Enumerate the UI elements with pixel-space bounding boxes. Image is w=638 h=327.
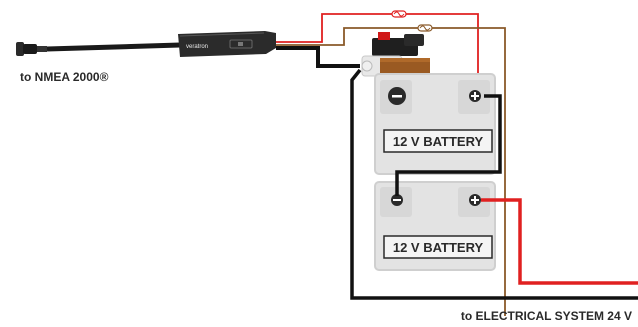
system-positive-wire [481, 198, 638, 285]
sensor-brand-text: veratron [186, 44, 208, 50]
sensor-ground-wire [276, 46, 360, 68]
battery-1-label: 12 V BATTERY [393, 134, 484, 149]
battery-1: 12 V BATTERY [374, 73, 496, 175]
fuse-icon [391, 10, 407, 18]
system-negative-wire [350, 68, 638, 300]
nmea-cable [46, 42, 181, 52]
shunt-connector [361, 32, 430, 77]
battery-2-label: 12 V BATTERY [393, 240, 484, 255]
system-label: to ELECTRICAL SYSTEM 24 V [461, 309, 632, 323]
series-link-wire [395, 94, 502, 196]
nmea-connector [16, 42, 47, 56]
fuse-icon [417, 24, 433, 32]
sensor-sense-wire [276, 27, 506, 316]
sensor-power-wire [276, 13, 479, 84]
nmea-label: to NMEA 2000® [20, 70, 109, 84]
battery-sensor-module: veratron [178, 31, 276, 57]
battery-2: 12 V BATTERY [374, 181, 496, 271]
